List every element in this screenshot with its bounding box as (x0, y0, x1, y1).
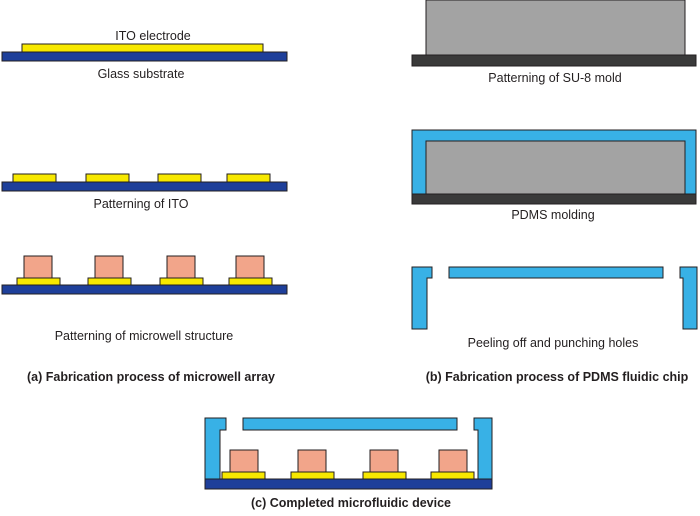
microwell-block (229, 449, 259, 473)
su8-mold (425, 0, 686, 56)
glass-substrate (204, 478, 493, 490)
a-step3-illustration (1, 255, 288, 295)
ito-pad (159, 277, 204, 286)
ito-pad (221, 471, 266, 480)
patterning-microwell-label: Patterning of microwell structure (55, 329, 234, 343)
ito-pad (362, 471, 407, 480)
pdms-chip-left (411, 266, 433, 330)
glass-substrate (1, 284, 288, 295)
patterning-ito-label: Patterning of ITO (94, 197, 189, 211)
b-step1-illustration (411, 0, 697, 67)
b-step3-illustration (411, 266, 698, 330)
ito-pad (12, 173, 57, 183)
microwell-block (297, 449, 327, 473)
glass-substrate (1, 181, 288, 192)
ito-pad (290, 471, 335, 480)
glass-substrate-label: Glass substrate (98, 67, 185, 81)
pdms-chip-right (679, 266, 698, 330)
a-step1-illustration (1, 43, 288, 62)
microwell-block (235, 255, 265, 279)
pdms-chip-left (204, 417, 227, 480)
mold-base (411, 54, 697, 67)
microwell-block (369, 449, 399, 473)
ito-pad (85, 173, 130, 183)
ito-electrode-layer (21, 43, 264, 53)
microwell-block (438, 449, 468, 473)
mold-base (411, 193, 697, 205)
pdms-molding-label: PDMS molding (511, 208, 594, 222)
microwell-block (166, 255, 196, 279)
microwell-block (94, 255, 124, 279)
pdms-chip-right (473, 417, 493, 480)
microwell-block (23, 255, 53, 279)
patterning-su8-label: Patterning of SU-8 mold (488, 71, 621, 85)
peeling-punching-label: Peeling off and punching holes (468, 336, 639, 350)
ito-pad (157, 173, 202, 183)
caption-c: (c) Completed microfluidic device (251, 496, 451, 510)
pdms-chip-top (448, 266, 664, 279)
c-illustration (204, 417, 493, 490)
ito-pad (228, 277, 273, 286)
ito-electrode-label: ITO electrode (115, 29, 191, 43)
caption-b: (b) Fabrication process of PDMS fluidic … (426, 370, 689, 384)
a-step2-illustration (1, 173, 288, 192)
ito-pad (226, 173, 271, 183)
su8-mold (425, 140, 686, 195)
pdms-chip-top (242, 417, 458, 431)
ito-pad (16, 277, 61, 286)
b-step2-illustration (411, 129, 697, 205)
ito-pad (430, 471, 475, 480)
caption-a: (a) Fabrication process of microwell arr… (27, 370, 275, 384)
glass-substrate (1, 51, 288, 62)
ito-pad (87, 277, 132, 286)
